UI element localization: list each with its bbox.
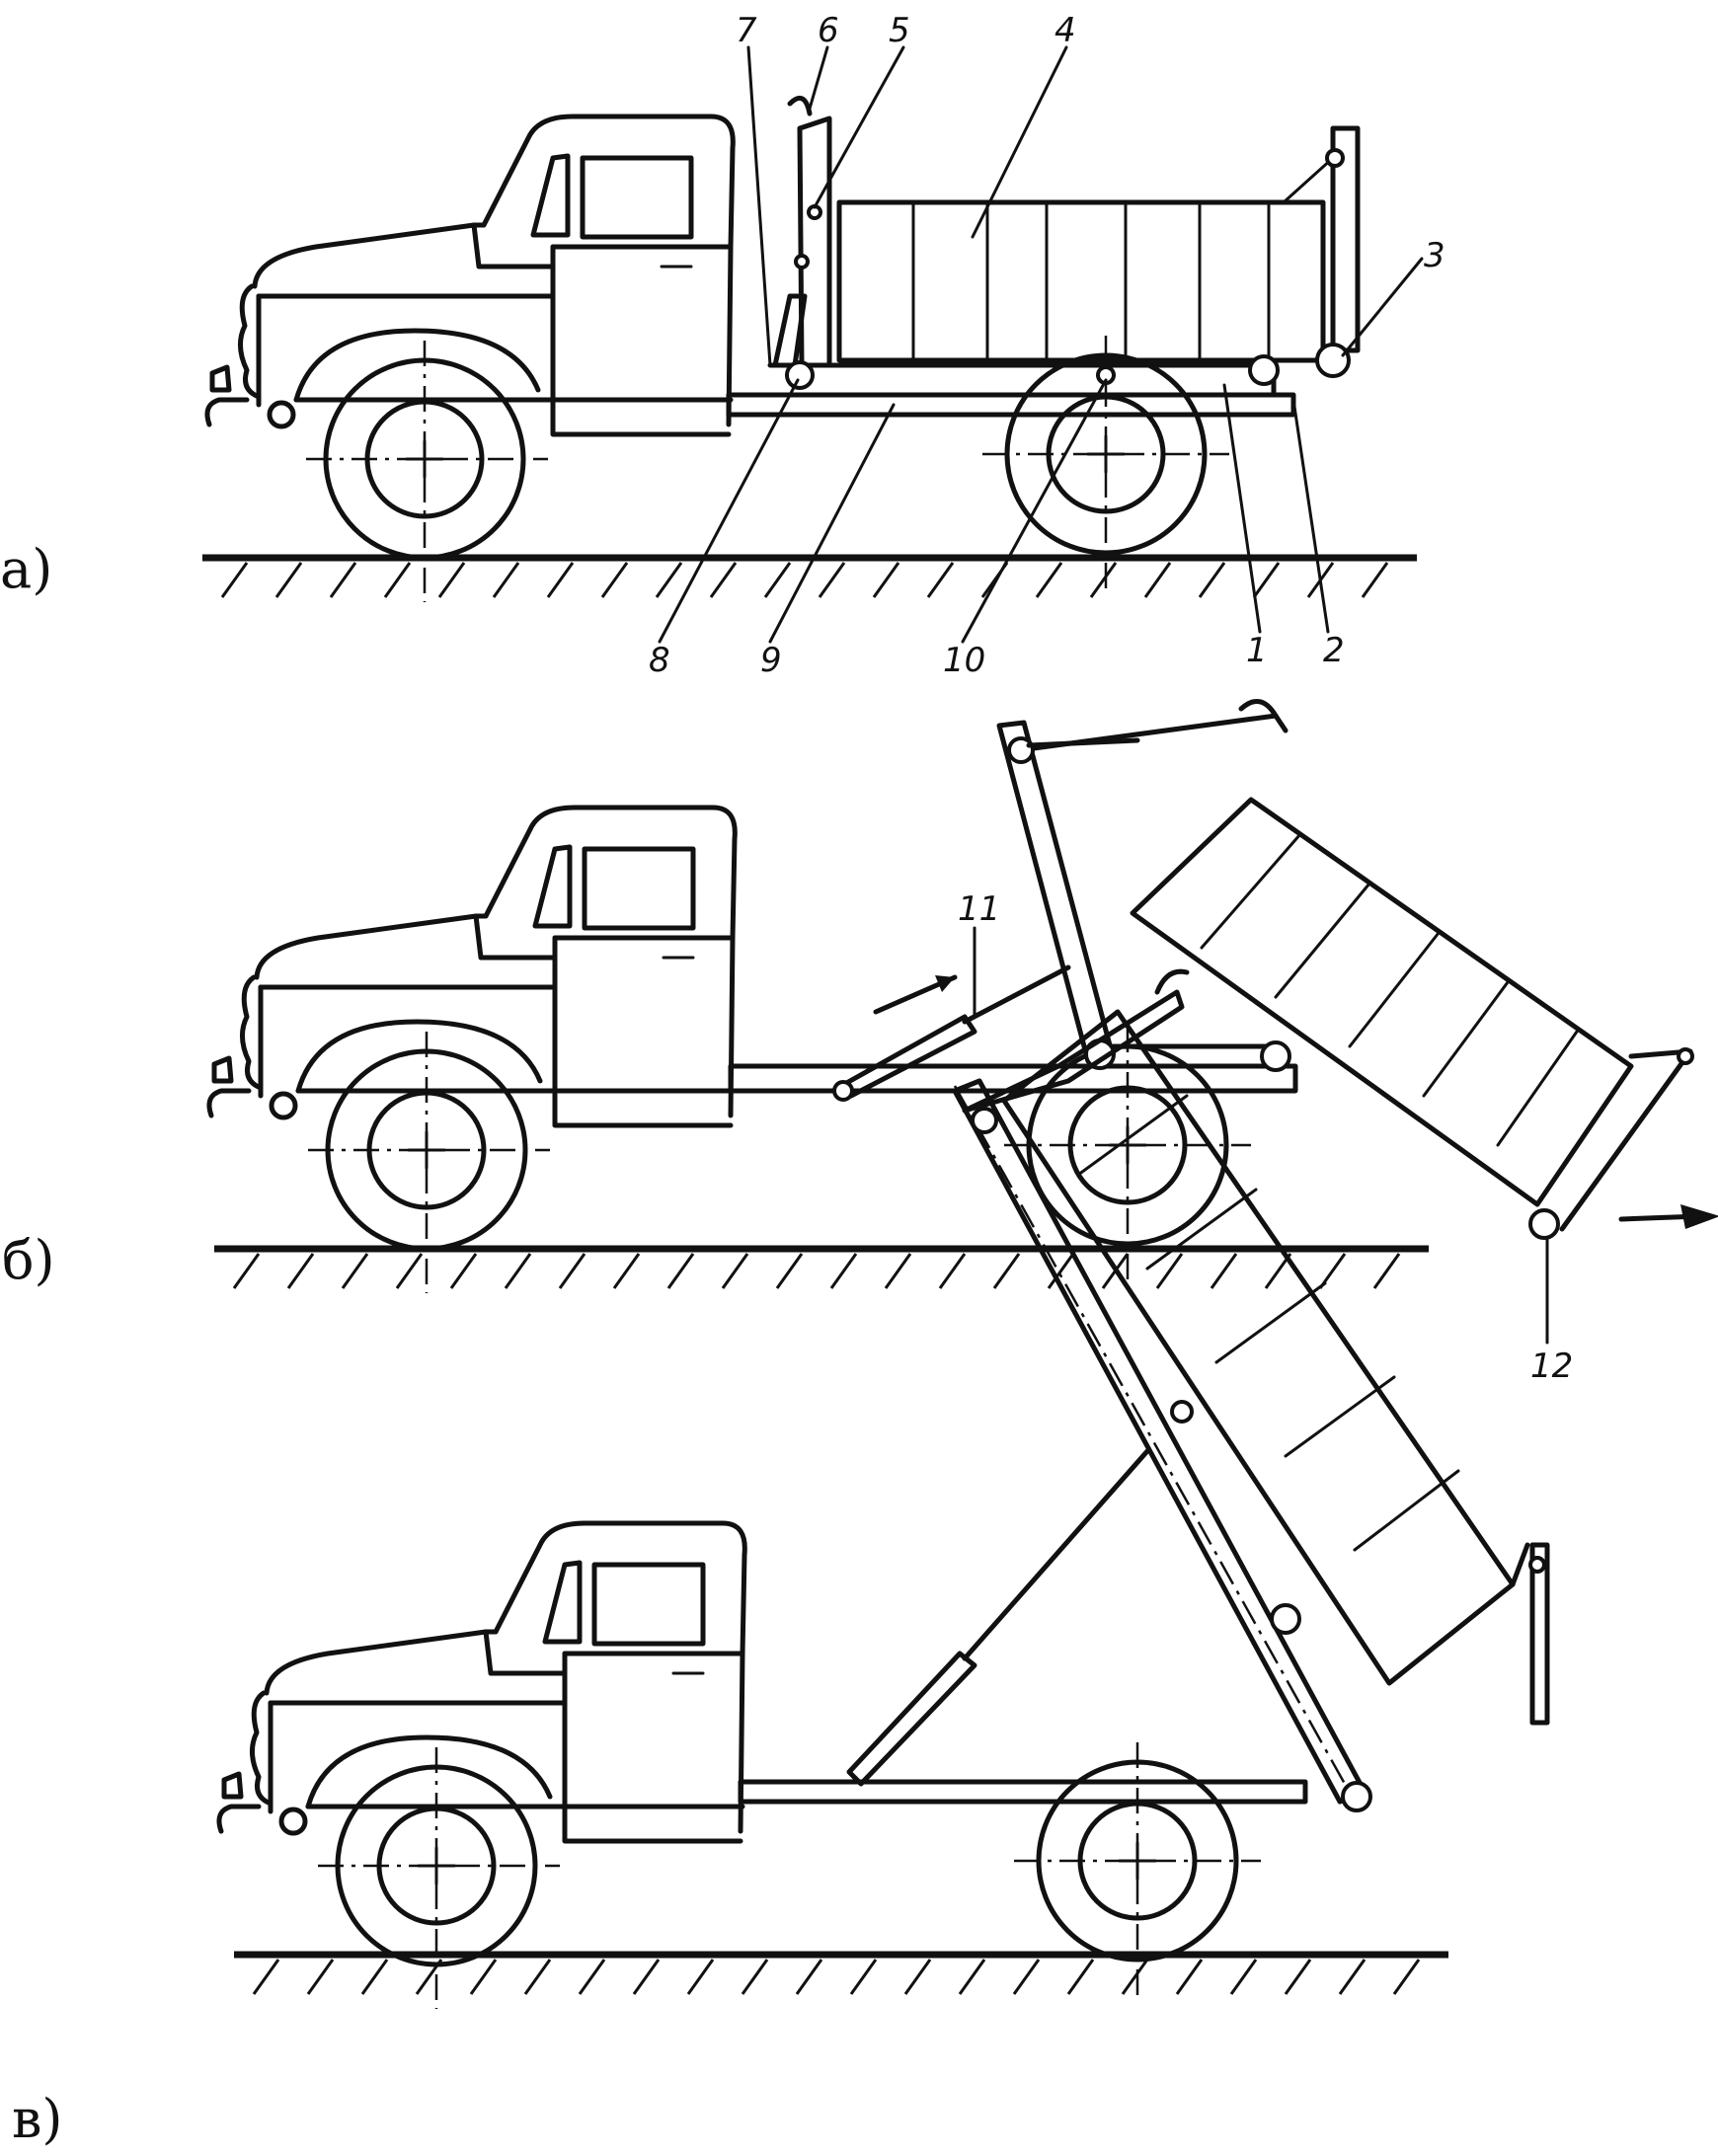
callout-2: 2 [1323, 631, 1345, 670]
callout-7: 7 [736, 11, 757, 50]
callout-8: 8 [649, 641, 670, 680]
callout-10: 10 [943, 641, 985, 680]
callout-1: 1 [1246, 631, 1268, 670]
panel-b: 11 12 б) [2, 699, 1718, 1386]
callout-3: 3 [1424, 236, 1445, 275]
panel-label-c: в) [12, 2088, 62, 2150]
callout-12: 12 [1530, 1347, 1573, 1386]
callout-5: 5 [889, 11, 910, 50]
callout-11: 11 [958, 889, 1000, 929]
panel-a: 1 2 3 4 5 6 7 8 9 10 а) [0, 11, 1445, 680]
panel-label-b: б) [2, 1229, 55, 1291]
panel-c: в) [12, 968, 1550, 2150]
callout-4: 4 [1054, 11, 1076, 50]
callout-9: 9 [760, 641, 782, 680]
callout-6: 6 [818, 11, 839, 50]
panel-label-a: а) [0, 538, 52, 600]
